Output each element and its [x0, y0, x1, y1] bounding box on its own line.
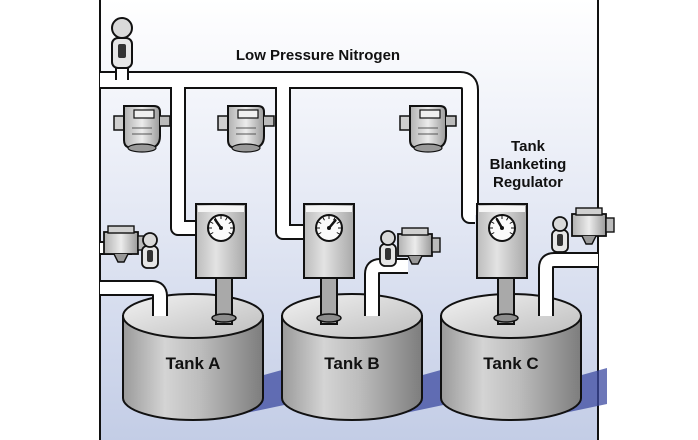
regulator-label-line1: Tank	[511, 138, 546, 155]
regulator-b	[303, 203, 355, 325]
regulator-label: Tank Blanketing Regulator	[490, 138, 567, 191]
vent-assembly-a	[100, 225, 168, 316]
tank-c-label: Tank C	[483, 354, 538, 373]
relief-valve-a	[103, 225, 147, 263]
vent-gauge-c	[551, 216, 569, 253]
tank-b: Tank B	[281, 293, 448, 421]
regulator-a-gauge-icon	[207, 214, 235, 242]
vent-gauge-b	[379, 230, 397, 267]
vent-assembly-c	[538, 207, 615, 316]
relief-valve-b	[397, 227, 441, 265]
pilot-valve-b	[217, 105, 275, 153]
tank-a-label: Tank A	[166, 354, 221, 373]
regulator-b-gauge-icon	[315, 214, 343, 242]
relief-valve-c	[571, 207, 615, 245]
pilot-valve-a	[113, 105, 171, 153]
regulator-a	[195, 203, 247, 325]
vent-gauge-a	[141, 232, 159, 269]
regulator-c	[476, 203, 528, 325]
vent-assembly-b	[364, 227, 441, 316]
regulator-label-line3: Regulator	[493, 174, 563, 191]
tank-a: Tank A	[122, 293, 289, 421]
regulator-label-line2: Blanketing	[490, 156, 567, 173]
tank-c: Tank C	[440, 293, 607, 421]
header-label: Low Pressure Nitrogen	[236, 47, 400, 64]
regulator-c-gauge-icon	[488, 214, 516, 242]
tank-b-label: Tank B	[324, 354, 379, 373]
pilot-valve-c	[399, 105, 457, 153]
header-pressure-gauge	[111, 17, 133, 69]
